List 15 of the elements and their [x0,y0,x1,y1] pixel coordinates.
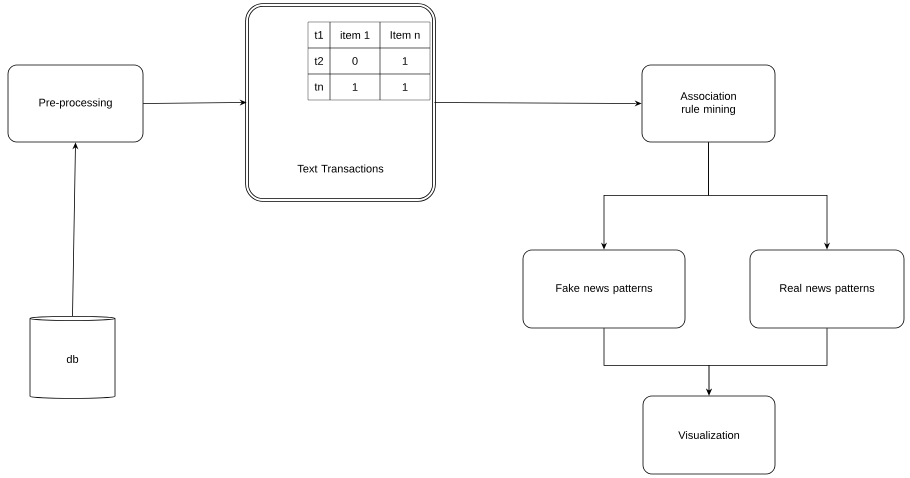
table-cell: tn [308,74,330,100]
process-box: Pre-processing [8,64,144,142]
table-cell: 1 [380,74,430,100]
process-box: Visualization [642,396,776,474]
table-cell: 0 [330,48,380,74]
table-cell: item 1 [330,22,380,48]
table-cell: 1 [380,48,430,74]
process-box: Fake news patterns [522,250,686,328]
process-box: Association rule mining [642,64,776,142]
table-cell: t2 [308,48,330,74]
table-cell: Item n [380,22,430,48]
database-cylinder: db [30,316,116,399]
table-cell: 1 [330,74,380,100]
table-cell: t1 [308,22,330,48]
process-box: Real news patterns [750,250,904,328]
